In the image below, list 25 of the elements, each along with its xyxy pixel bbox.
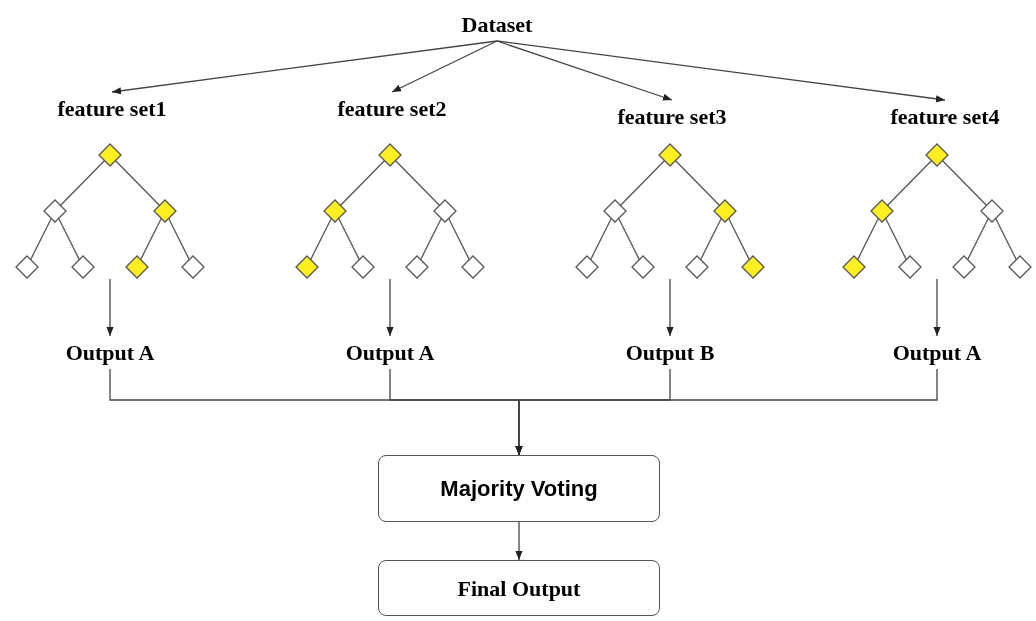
output-label: Output B <box>621 336 719 369</box>
decision-tree-drawing <box>295 143 485 279</box>
feature-set-label: feature set2 <box>333 92 451 125</box>
process-box: Final Output <box>378 560 660 616</box>
arrow <box>666 278 674 337</box>
arrow <box>496 40 946 103</box>
arrow <box>386 278 394 337</box>
process-box: Majority Voting <box>378 455 660 522</box>
arrow <box>111 40 498 95</box>
arrow <box>515 368 938 456</box>
arrow <box>106 278 114 337</box>
feature-set-label: feature set4 <box>886 100 1004 133</box>
output-label: Output A <box>61 336 159 369</box>
arrow <box>496 40 673 101</box>
arrow <box>515 521 523 561</box>
arrow <box>933 278 941 337</box>
decision-tree-drawing <box>842 143 1032 279</box>
decision-tree-drawing <box>575 143 765 279</box>
feature-set-label: feature set3 <box>613 100 731 133</box>
arrow <box>391 40 498 93</box>
output-label: Output A <box>888 336 986 369</box>
dataset-label: Dataset <box>457 8 537 41</box>
output-label: Output A <box>341 336 439 369</box>
decision-tree-drawing <box>15 143 205 279</box>
feature-set-label: feature set1 <box>53 92 171 125</box>
